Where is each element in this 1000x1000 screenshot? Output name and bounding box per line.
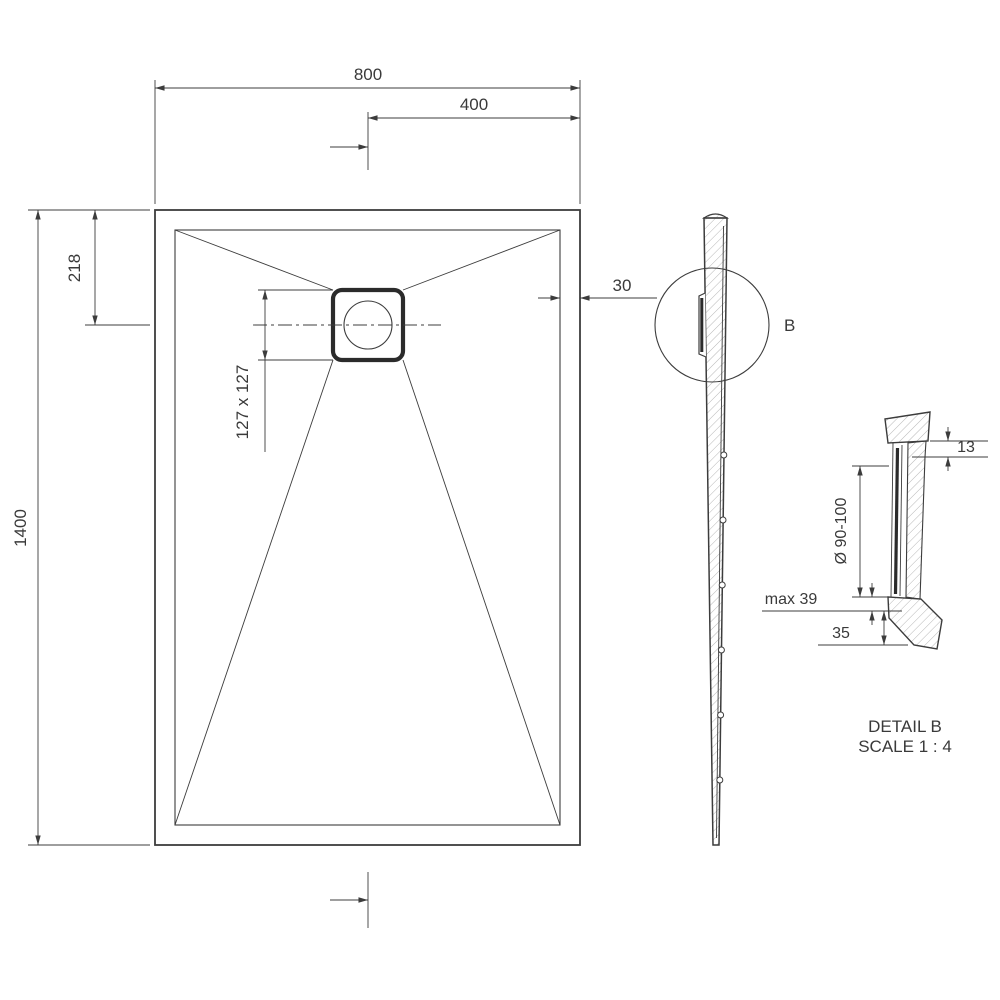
- tray-inner-edge: [174, 229, 561, 826]
- dimension-218: 218: [28, 209, 150, 326]
- dimension-30: 30: [538, 276, 657, 301]
- dimension-35: 35: [818, 610, 908, 646]
- dim-drain-offset-x-label: 400: [460, 95, 488, 114]
- detail-rim-section: [884, 411, 931, 444]
- profile-inner-wall: [716, 225, 724, 839]
- dim-rim-width-label: 30: [613, 276, 632, 295]
- profile-drain-recess: [698, 292, 707, 358]
- dimension-drain-size: 127 x 127: [233, 289, 333, 452]
- dim-max-depth-label: max 39: [765, 591, 818, 608]
- detail-scale: SCALE 1 : 4: [858, 737, 952, 756]
- detail-view: 13 Ø 90-100 max 39 35 DETAIL B SCALE 1 :…: [762, 411, 988, 756]
- floor-slope-lines: [174, 229, 561, 826]
- detail-callout-label: B: [784, 316, 795, 335]
- dimension-800: 800: [154, 65, 581, 204]
- dimension-max-39: max 39: [762, 583, 902, 625]
- dim-width-label: 800: [354, 65, 382, 84]
- dimension-400: 400: [330, 95, 581, 170]
- dim-drain-size-label: 127 x 127: [233, 365, 252, 440]
- dim-rim-thickness-label: 13: [957, 439, 975, 456]
- dimension-13: 13: [912, 427, 988, 471]
- dimension-1400: 1400: [11, 209, 150, 846]
- detail-wall-section: [905, 440, 927, 600]
- top-view: 800 400 218 1400: [11, 65, 657, 928]
- profile-ribs: [716, 451, 728, 784]
- dim-drain-offset-y-label: 218: [65, 254, 84, 282]
- profile-top-cap: [701, 213, 730, 219]
- dim-foot-width-label: 35: [832, 625, 850, 642]
- detail-callout-circle: [654, 267, 770, 383]
- side-view: B: [654, 213, 795, 846]
- dim-drain-diameter-label: Ø 90-100: [833, 498, 850, 565]
- dimension-drain-diameter: Ø 90-100: [833, 465, 889, 598]
- detail-drain-seat: [890, 442, 903, 598]
- detail-foot-section: [887, 596, 943, 650]
- centerline-bottom-mark: [330, 872, 369, 928]
- dim-length-label: 1400: [11, 509, 30, 547]
- tray-outer-edge: [154, 209, 581, 846]
- profile-section: [703, 217, 728, 846]
- detail-title: DETAIL B: [868, 717, 942, 736]
